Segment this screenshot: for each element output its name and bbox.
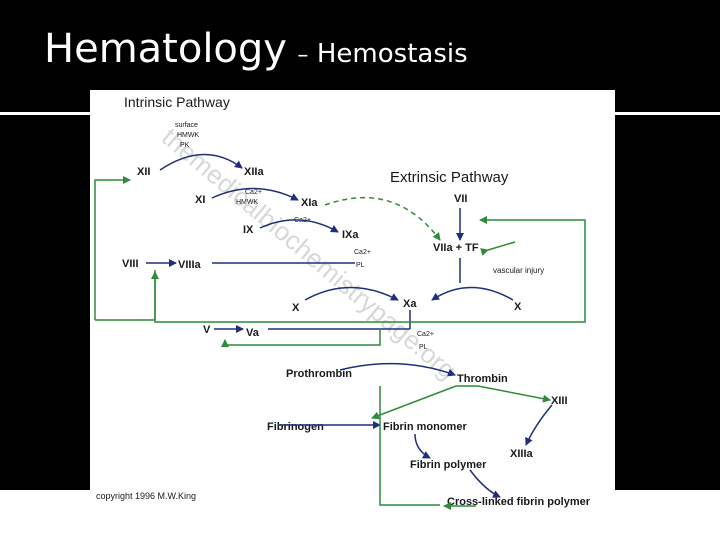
factor-xiiia: XIIIa [510,448,534,460]
arrow-xiii-to-xiiia [525,404,553,446]
factor-xii: XII [137,166,150,178]
thrombin-label: Thrombin [457,373,508,385]
factor-va: Va [246,327,260,339]
crosslinked-fibrin-label: Cross-linked fibrin polymer [447,496,591,508]
vascular-injury-label: vascular injury [493,266,544,275]
factor-x-left: X [292,302,300,314]
extrinsic-pathway-title: Extrinsic Pathway [390,169,509,186]
fibrinogen-label: Fibrinogen [267,421,324,433]
activation-arrows [146,153,553,498]
factor-viii: VIII [122,258,139,270]
factor-v: V [203,324,211,336]
cofactor-ca-5: Ca2+ [417,331,434,338]
slide-title: Hematology – Hemostasis [44,26,468,72]
cofactor-pl-4: PL [356,262,365,269]
arrow-polymer-to-crosslinked [469,469,501,498]
factor-viiia: VIIIa [178,259,202,271]
cofactor-ca-2: Ca2+ [245,189,262,196]
arrow-xi-to-xia [211,187,299,201]
prothrombin-label: Prothrombin [286,368,352,380]
arrow-x-to-xa-extrinsic [431,286,514,301]
copyright-text: copyright 1996 M.W.King [96,491,196,501]
fibrin-polymer-label: Fibrin polymer [410,459,487,471]
factor-xi: XI [195,194,205,206]
thrombin-down-link [379,386,440,506]
factor-xa: Xa [403,298,417,310]
arrow-monomer-to-polymer [414,433,431,459]
factor-x-right: X [514,301,522,313]
feedback-to-xii [94,176,131,320]
dashed-xia-to-viia-arrow [324,197,441,241]
cofactor-hmwk-2: HMWK [236,199,258,206]
title-sub: Hemostasis [316,39,468,69]
arrow-xii-to-xiia [159,153,243,171]
intrinsic-pathway-title: Intrinsic Pathway [124,94,230,110]
factor-xiia: XIIa [244,166,264,178]
fibrin-monomer-label: Fibrin monomer [383,421,467,433]
cofactor-pl-5: PL [419,344,428,351]
feedback-arrows [94,176,586,510]
factor-ix: IX [243,224,254,236]
cofactor-pk: PK [180,142,190,149]
cofactor-surface: surface [175,122,198,129]
cofactor-ca-4: Ca2+ [354,249,371,256]
factor-ixa: IXa [342,229,359,241]
factor-xia: XIa [301,197,318,209]
cofactor-hmwk-1: HMWK [177,132,199,139]
factor-viia-tf: VIIa + TF [433,242,479,254]
arrow-prothrombin-to-thrombin [339,362,456,377]
factor-vii: VII [454,193,467,205]
arrow-x-to-xa-intrinsic [304,286,399,301]
thrombin-to-xiii-arrow [456,385,551,403]
factor-xiii: XIII [551,395,568,407]
title-dash: – [297,43,309,68]
vascular-injury-arrow [480,241,516,256]
thrombin-to-fibrinogen-arrow [371,385,457,420]
feedback-thrombin-to-v [221,330,381,347]
title-main: Hematology [44,26,287,72]
arrow-ix-to-ixa [259,219,339,233]
